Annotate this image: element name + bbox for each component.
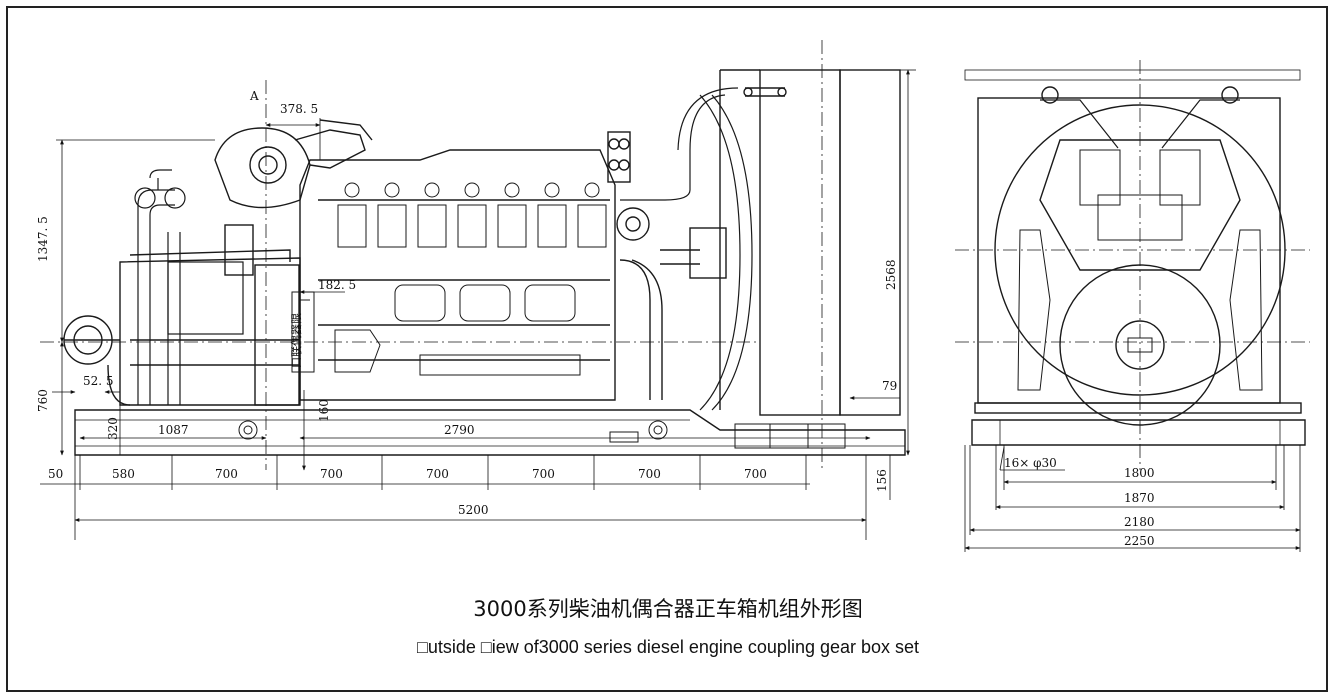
section-mark-a: A	[249, 89, 259, 103]
dim-580: 580	[112, 467, 135, 481]
caption-english: □utside □iew of3000 series diesel engine…	[416, 637, 920, 657]
dim-700-e: 700	[638, 467, 661, 481]
dim-2180: 2180	[1124, 515, 1155, 529]
caption-chinese: 3000系列柴油机偶合器正车箱机组外形图	[473, 597, 863, 621]
dim-160: 160	[317, 399, 331, 422]
dim-320: 320	[106, 417, 120, 440]
dim-760: 760	[36, 389, 50, 412]
fan-assembly	[616, 94, 753, 411]
dim-79: 79	[882, 379, 897, 393]
dim-1087: 1087	[158, 423, 189, 437]
side-view	[40, 40, 906, 470]
side-view-dim-labels: A 378. 5 1347. 5 182. 5 52. 5 760 320 10…	[36, 89, 898, 517]
dim-700-c: 700	[426, 467, 449, 481]
dim-378-5: 378. 5	[280, 102, 318, 116]
dim-1800: 1800	[1124, 466, 1155, 480]
drawing-frame	[6, 6, 1328, 692]
dim-2790: 2790	[444, 423, 475, 437]
dim-1870: 1870	[1124, 491, 1155, 505]
engine-block	[299, 131, 631, 401]
dim-52-5: 52. 5	[83, 374, 114, 388]
base-frame	[74, 409, 906, 456]
side-view-dimensions	[40, 69, 916, 540]
end-view-dim-labels: 16× φ30 1800 1870 2180 2250	[1004, 456, 1155, 548]
center-lines	[40, 40, 823, 470]
dim-5200: 5200	[458, 503, 489, 517]
radiator	[620, 69, 901, 416]
dim-156: 156	[875, 469, 889, 492]
coupling-plate-text: 口联偶器限	[290, 313, 303, 368]
dim-700-a: 700	[215, 467, 238, 481]
dim-1347-5: 1347. 5	[36, 216, 50, 262]
intake-pipes	[134, 169, 186, 405]
dim-2250: 2250	[1124, 534, 1155, 548]
dim-16-holes: 16× φ30	[1004, 456, 1057, 470]
dim-700-f: 700	[744, 467, 767, 481]
dim-182-5: 182. 5	[318, 278, 356, 292]
dim-2568: 2568	[884, 259, 898, 290]
turbocharger	[214, 119, 373, 209]
end-view	[955, 60, 1310, 470]
end-view-dimensions	[964, 445, 1301, 552]
dim-50: 50	[48, 467, 63, 481]
dim-700-b: 700	[320, 467, 343, 481]
dim-700-d: 700	[532, 467, 555, 481]
